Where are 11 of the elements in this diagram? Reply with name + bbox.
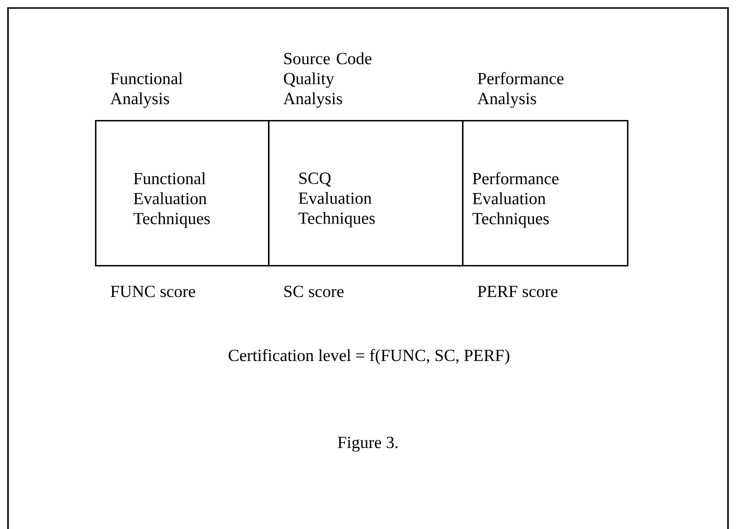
score-label: SC score [284,286,344,298]
score-label: PERF score [478,286,558,298]
box-text: Functional Evaluation Techniques [134,172,210,228]
column-heading: Performance Analysis [477,72,564,108]
formula-text: Certification level = f(FUNC, SC, PERF) [228,349,510,365]
box-text: SCQ Evaluation Techniques [298,172,375,228]
figure-caption: Figure 3. [338,436,398,452]
box-text: Performance Evaluation Techniques [472,172,558,228]
column-heading: Functional Analysis [110,72,183,108]
column-heading: Source Code Quality Analysis [283,52,372,108]
score-label: FUNC score [110,286,196,298]
